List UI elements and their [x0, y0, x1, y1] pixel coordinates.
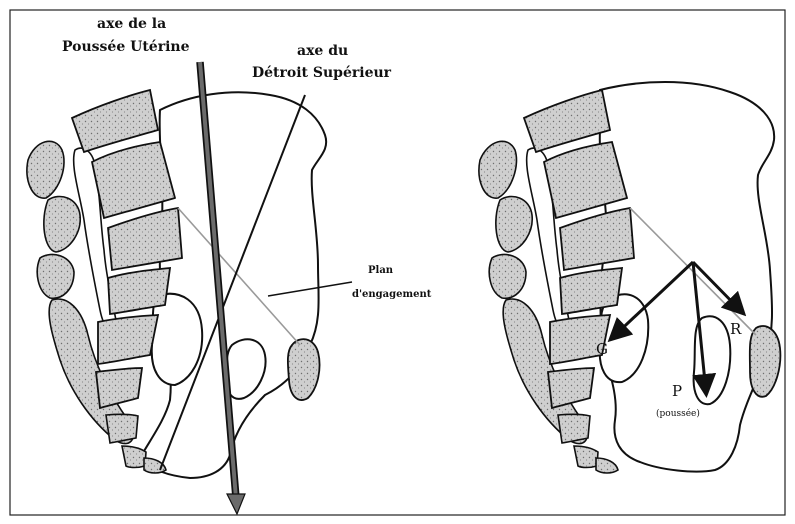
plane-label-line2: d'engagement	[352, 290, 431, 300]
uterine-axis-label-line2: Poussée Utérine	[62, 40, 189, 54]
right-fragment-3	[489, 254, 526, 298]
right-fragment-2	[496, 196, 532, 252]
right-sacrum-s4	[548, 368, 594, 408]
right-coccyx-1	[558, 414, 590, 443]
right-pubis	[750, 326, 781, 397]
vector-p-caption: (poussée)	[656, 410, 700, 419]
vector-r-label: R	[730, 322, 741, 337]
left-coccyx-2	[122, 446, 146, 468]
right-vertebra-l4	[524, 90, 610, 152]
strait-axis-label-line1: axe du	[297, 44, 348, 58]
right-sacrum-s1	[560, 208, 634, 270]
left-sacrum-s3	[98, 315, 158, 364]
left-vertebra-l4	[72, 90, 158, 152]
vector-p-label: P	[672, 384, 682, 399]
left-pubis	[288, 339, 320, 400]
left-fragment-2	[44, 196, 80, 252]
plane-label-line1: Plan	[368, 266, 393, 276]
left-pelvis	[27, 62, 352, 514]
right-coccyx-2	[574, 446, 598, 468]
uterine-thrust-arrowhead	[227, 494, 245, 514]
left-fragment-1	[27, 141, 64, 198]
left-fragment-3	[37, 254, 74, 298]
left-sacrum-s4	[96, 368, 142, 408]
strait-axis-label-line2: Détroit Supérieur	[252, 66, 391, 80]
left-sacrum-s1	[108, 208, 182, 270]
right-coccyx-tip	[596, 458, 618, 473]
vector-g-label: G	[596, 342, 608, 357]
uterine-axis-label-line1: axe de la	[97, 17, 166, 31]
right-fragment-1	[479, 141, 517, 198]
left-coccyx-1	[106, 414, 138, 443]
right-pelvis	[479, 82, 780, 473]
